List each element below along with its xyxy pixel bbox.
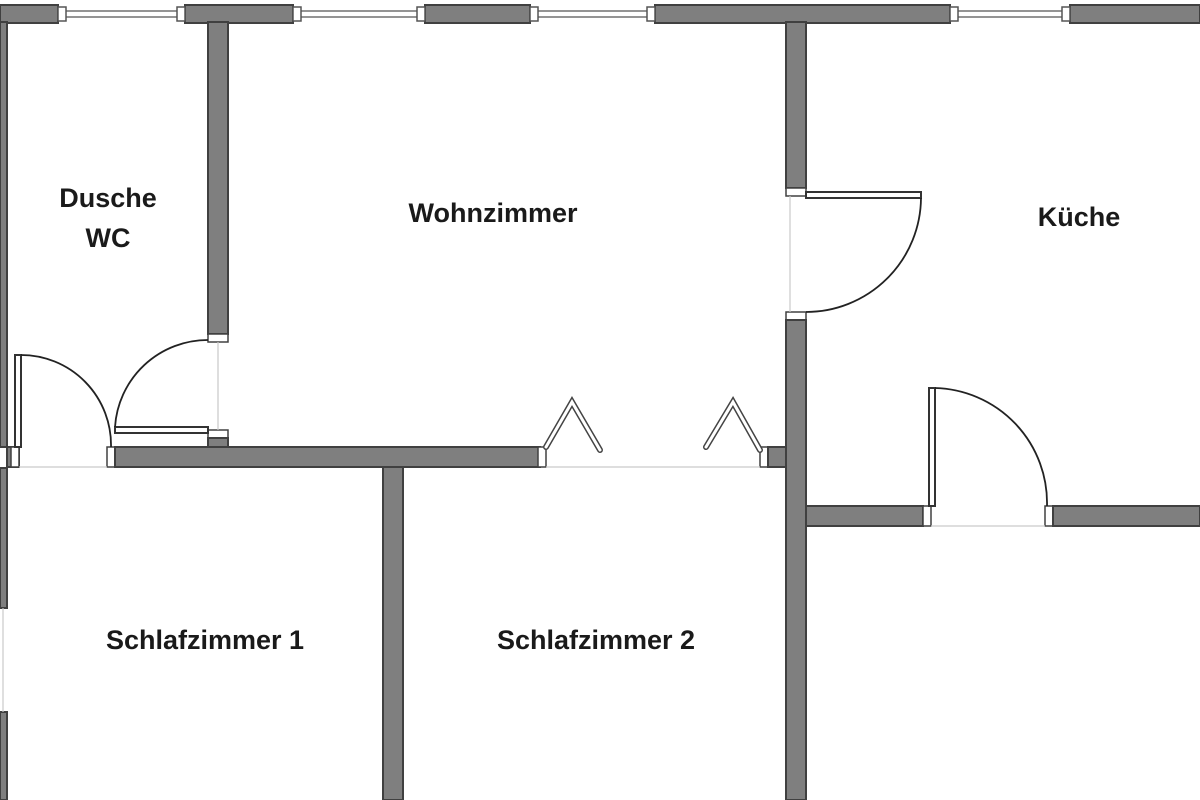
room-label-kitchen: Küche bbox=[1038, 202, 1121, 232]
window bbox=[57, 6, 186, 22]
room-label-bathroom: Dusche bbox=[59, 183, 157, 213]
window bbox=[949, 6, 1071, 22]
bathroom-living-door bbox=[114, 339, 209, 434]
kitchen-lower-door bbox=[928, 387, 1048, 507]
exterior-left-wall bbox=[0, 21, 8, 800]
window bbox=[292, 6, 426, 22]
room-label-bedroom-2: Schlafzimmer 2 bbox=[497, 625, 695, 655]
folding-door-left bbox=[543, 396, 603, 453]
window bbox=[529, 6, 656, 22]
kitchen-door bbox=[805, 191, 922, 313]
interior-walls bbox=[6, 21, 1200, 800]
bathroom-door bbox=[14, 354, 112, 448]
folding-door-right bbox=[703, 396, 763, 453]
room-label-bedroom-1: Schlafzimmer 1 bbox=[106, 625, 304, 655]
room-label-bathroom-wc: WC bbox=[86, 223, 131, 253]
room-label-living: Wohnzimmer bbox=[408, 198, 578, 228]
